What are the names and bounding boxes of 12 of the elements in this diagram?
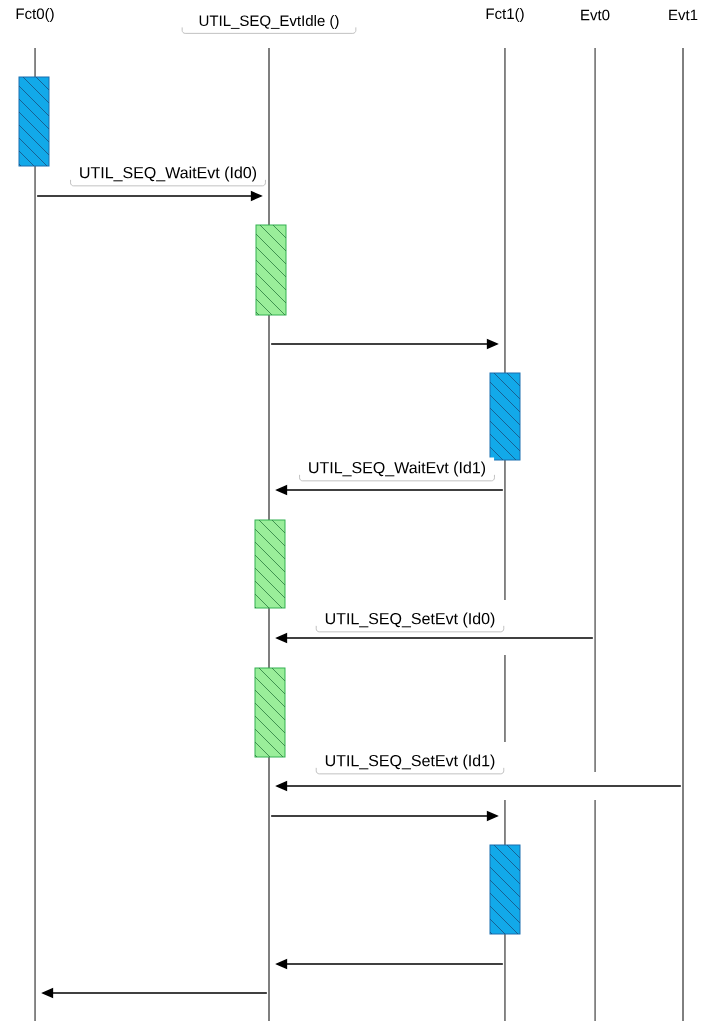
lifeline-header: Evt0: [581, 9, 610, 21]
edge-label: UTIL_SEQ_WaitEvt (Id0): [70, 162, 266, 187]
edge-label: UTIL_SEQ_SetEvt (Id0): [315, 608, 505, 633]
lifeline-header: Evt1: [669, 9, 698, 21]
edge-label: UTIL_SEQ_WaitEvt (Id1): [299, 457, 495, 482]
edge-label: UTIL_SEQ_SetEvt (Id1): [315, 750, 505, 775]
lifeline-header: Fct0(): [16, 8, 54, 22]
lifeline: [594, 47, 596, 1021]
lifeline-header: UTIL_SEQ_EvtIdle (): [181, 15, 357, 34]
lifeline-header: Fct1(): [486, 8, 524, 22]
lifeline: [34, 47, 36, 1021]
lifeline: [682, 47, 684, 1021]
